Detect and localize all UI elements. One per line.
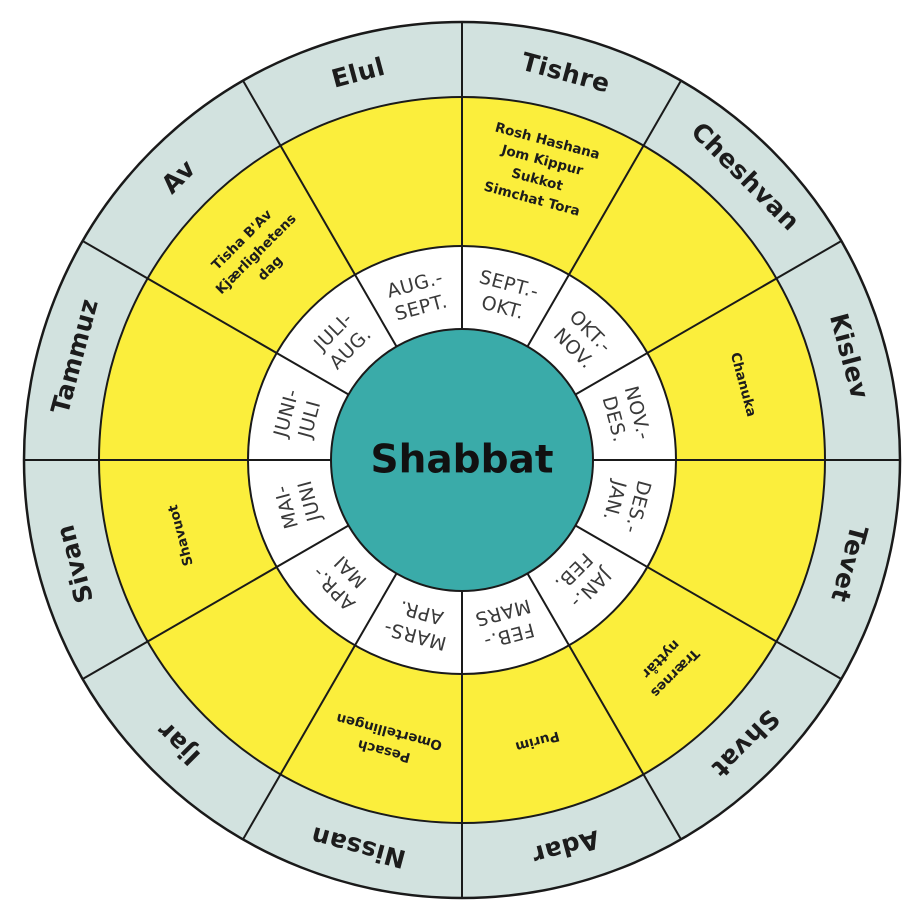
holiday-sector-av — [147, 145, 355, 353]
holiday-sector-tammuz — [99, 278, 277, 460]
segment-dividers — [22, 20, 902, 900]
gregorian-sector-kislev — [575, 353, 676, 460]
gregorian-sector-shvat — [527, 525, 648, 646]
gregorian-sector-adar — [462, 573, 569, 674]
holiday-sector-adar — [462, 645, 644, 823]
segment-divider — [82, 524, 350, 680]
month-sector-cheshvan — [643, 80, 842, 279]
holiday-sector-ijar — [147, 567, 355, 775]
gregorian-sector-sivan — [248, 460, 349, 567]
gregorian-sector-ijar — [276, 525, 397, 646]
holiday-sector-elul — [280, 97, 462, 275]
month-sector-adar — [462, 774, 681, 898]
month-sector-tishre — [462, 22, 681, 146]
month-sector-nissan — [243, 774, 462, 898]
month-sector-elul — [243, 22, 462, 146]
gregorian-label-tammuz: JUNI-JULI — [269, 387, 326, 447]
month-sector-ijar — [82, 641, 281, 840]
gregorian-sector-nissan — [355, 573, 462, 674]
holiday-sector-cheshvan — [569, 145, 777, 353]
segment-divider — [574, 524, 842, 680]
holiday-sector-tevet — [647, 460, 825, 642]
segment-divider — [526, 80, 682, 348]
segment-divider — [574, 240, 842, 396]
month-sector-av — [82, 80, 281, 279]
center-disc: Shabbat — [330, 328, 594, 592]
month-sector-sivan — [24, 460, 148, 679]
gregorian-sector-av — [276, 274, 397, 395]
holiday-sector-sivan — [99, 460, 277, 642]
gregorian-sector-tishre — [462, 246, 569, 347]
month-sector-shvat — [643, 641, 842, 840]
segment-divider — [242, 572, 398, 840]
calendar-rings — [24, 22, 900, 898]
segment-divider — [526, 572, 682, 840]
gregorian-sector-cheshvan — [527, 274, 648, 395]
holiday-sector-tishre — [462, 97, 644, 275]
month-sector-tevet — [776, 460, 900, 679]
center-label: Shabbat — [371, 438, 554, 483]
holiday-sector-nissan — [280, 645, 462, 823]
holiday-sector-kislev — [647, 278, 825, 460]
month-sector-tammuz — [24, 241, 148, 460]
gregorian-sector-elul — [355, 246, 462, 347]
month-sector-kislev — [776, 241, 900, 460]
segment-divider — [82, 240, 350, 396]
gregorian-sector-tevet — [575, 460, 676, 567]
holiday-sector-shvat — [569, 567, 777, 775]
gregorian-sector-tammuz — [248, 353, 349, 460]
segment-divider — [242, 80, 398, 348]
